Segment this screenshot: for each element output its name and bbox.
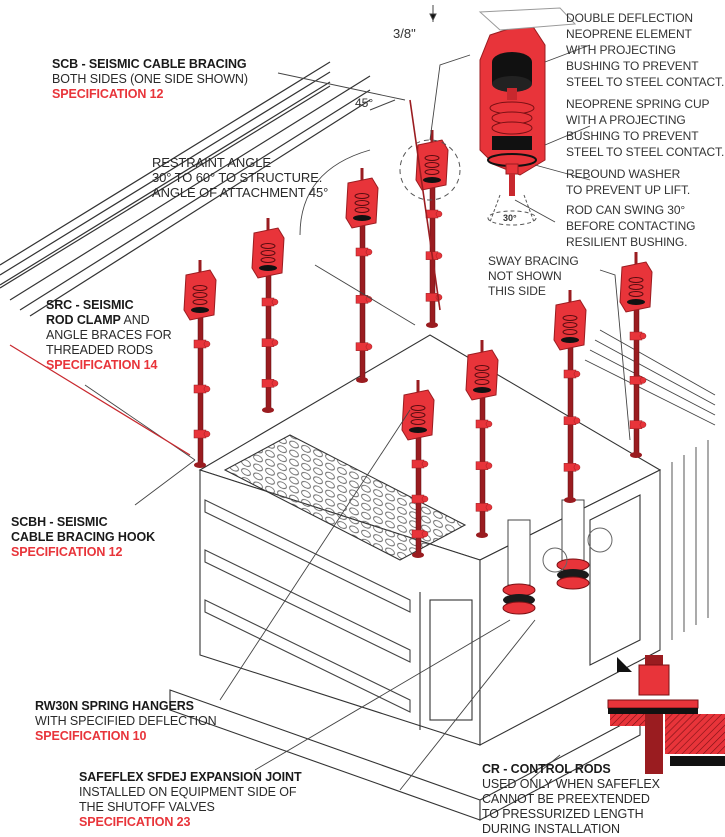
spring-hanger (619, 252, 653, 458)
cr-line2: CANNOT BE PREEXTENDED (482, 792, 650, 806)
src-title2: ROD CLAMP (46, 313, 121, 327)
detail-callout-circle (399, 139, 461, 201)
dd-line4: BUSHING TO PREVENT (566, 59, 699, 73)
rb-line1: REBOUND WASHER (566, 167, 681, 181)
safeflex-line2: THE SHUTOFF VALVES (79, 800, 215, 814)
scb-spec: SPECIFICATION 12 (52, 87, 164, 101)
src-line1: ANGLE BRACES FOR (46, 328, 172, 342)
src-title2-suffix: AND (120, 313, 150, 327)
leader-lines (9, 44, 631, 791)
rw30n-spec: SPECIFICATION 10 (35, 729, 147, 743)
callout-src: SRC - SEISMIC ROD CLAMP AND ANGLE BRACES… (46, 298, 172, 373)
callout-spring-cup: NEOPRENE SPRING CUP WITH A PROJECTING BU… (566, 96, 724, 160)
spring-hanger (183, 260, 217, 468)
scb-line1: BOTH SIDES (ONE SIDE SHOWN) (52, 72, 248, 86)
src-title1: SRC - SEISMIC (46, 298, 134, 312)
spring-hanger (345, 168, 379, 383)
sc-line2: WITH A PROJECTING (566, 113, 686, 127)
control-rod-detail (607, 655, 725, 774)
scbh-spec: SPECIFICATION 12 (11, 545, 123, 559)
structural-beam (0, 61, 371, 317)
src-spec: SPECIFICATION 14 (46, 358, 158, 372)
spring-hanger (553, 290, 587, 503)
sc-line3: BUSHING TO PREVENT (566, 129, 699, 143)
callout-safeflex: SAFEFLEX SFDEJ EXPANSION JOINT INSTALLED… (79, 770, 302, 830)
cr-line4: DURING INSTALLATION (482, 822, 620, 836)
rw30n-line1: WITH SPECIFIED DEFLECTION (35, 714, 217, 728)
callout-rebound-washer: REBOUND WASHER TO PREVENT UP LIFT. (566, 166, 690, 198)
swing-angle: 30° (503, 213, 517, 223)
safeflex-title: SAFEFLEX SFDEJ EXPANSION JOINT (79, 770, 302, 784)
restraint-line2: 30° TO 60° TO STRUCTURE. (152, 170, 323, 185)
src-line2: THREADED RODS (46, 343, 154, 357)
scbh-title1: SCBH - SEISMIC (11, 515, 108, 529)
callout-rod-swing: ROD CAN SWING 30° BEFORE CONTACTING RESI… (566, 202, 696, 250)
restraint-line3: ANGLE OF ATTACHMENT 45° (152, 185, 329, 200)
spring-hanger (401, 380, 435, 558)
spring-hanger (415, 130, 449, 328)
expansion-joints-and-valves (502, 499, 613, 615)
sw-line1: SWAY BRACING (488, 254, 579, 268)
cr-line3: TO PRESSURIZED LENGTH (482, 807, 644, 821)
spring-hanger (465, 340, 499, 538)
rs-line1: ROD CAN SWING 30° (566, 203, 686, 217)
dd-line1: DOUBLE DEFLECTION (566, 11, 693, 25)
dd-line2: NEOPRENE ELEMENT (566, 27, 692, 41)
dd-line5: STEEL TO STEEL CONTACT. (566, 75, 725, 89)
callout-double-deflection: DOUBLE DEFLECTION NEOPRENE ELEMENT WITH … (566, 10, 724, 90)
cr-title: CR - CONTROL RODS (482, 762, 611, 776)
rs-line3: RESILIENT BUSHING. (566, 235, 688, 249)
sc-line1: NEOPRENE SPRING CUP (566, 97, 710, 111)
callout-scbh: SCBH - SEISMIC CABLE BRACING HOOK SPECIF… (11, 515, 155, 560)
rs-line2: BEFORE CONTACTING (566, 219, 696, 233)
cable-angle: 45° (355, 96, 374, 110)
scbh-title2: CABLE BRACING HOOK (11, 530, 156, 544)
callout-restraint-angle: RESTRAINT ANGLE 30° TO 60° TO STRUCTURE.… (152, 155, 328, 200)
safeflex-spec: SPECIFICATION 23 (79, 815, 191, 829)
callout-sway-bracing: SWAY BRACING NOT SHOWN THIS SIDE (488, 254, 579, 299)
dimension-markers (369, 5, 437, 111)
restraint-line1: RESTRAINT ANGLE (152, 155, 271, 170)
dd-line3: WITH PROJECTING (566, 43, 676, 57)
callout-cr: CR - CONTROL RODS USED ONLY WHEN SAFEFLE… (482, 762, 660, 837)
scb-title: SCB - SEISMIC CABLE BRACING (52, 57, 247, 71)
rw30n-title: RW30N SPRING HANGERS (35, 699, 194, 713)
sw-line2: NOT SHOWN (488, 269, 562, 283)
safeflex-line1: INSTALLED ON EQUIPMENT SIDE OF (79, 785, 297, 799)
spring-hanger (251, 218, 285, 413)
rb-line2: TO PREVENT UP LIFT. (566, 183, 691, 197)
air-handler-unit (169, 329, 716, 821)
spring-hanger-detail (478, 7, 577, 226)
sc-line4: STEEL TO STEEL CONTACT. (566, 145, 725, 159)
callout-rw30n: RW30N SPRING HANGERS WITH SPECIFIED DEFL… (35, 699, 217, 744)
callout-scb: SCB - SEISMIC CABLE BRACING BOTH SIDES (… (52, 57, 248, 102)
gap-dimension: 3/8" (393, 26, 416, 41)
sw-line3: THIS SIDE (488, 284, 546, 298)
cr-line1: USED ONLY WHEN SAFEFLEX (482, 777, 660, 791)
